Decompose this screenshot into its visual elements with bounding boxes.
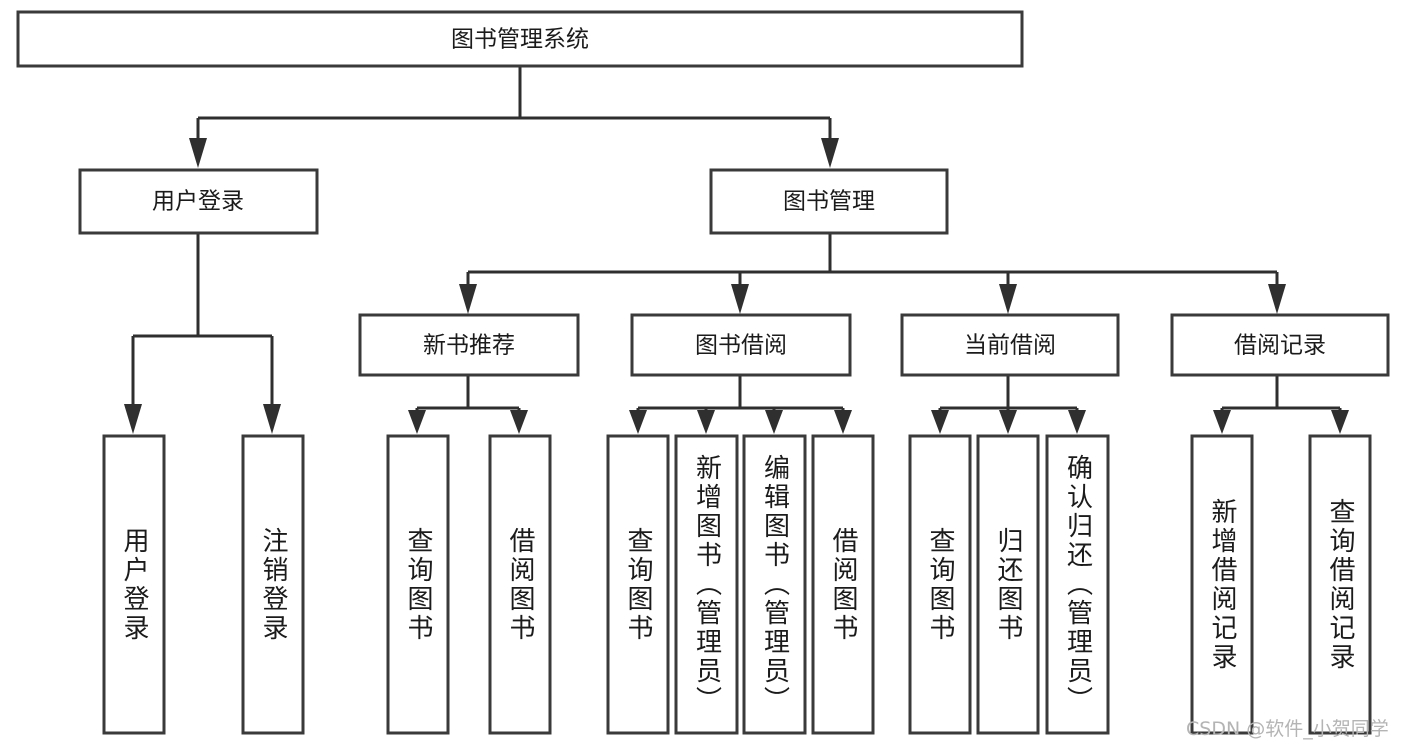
node-borrow-record-label: 借阅记录	[1234, 333, 1326, 359]
leaf-book-borrow-1[interactable]	[606, 434, 670, 735]
node-user-login-label: 用户登录	[152, 189, 244, 215]
leaf-user-login-1[interactable]	[102, 434, 166, 735]
arrowhead-leaf-bb-3	[765, 410, 783, 434]
leaf-new-book-recommend-2[interactable]	[488, 434, 552, 735]
arrowhead-new-book-recommend	[459, 284, 477, 314]
leaf-current-borrow-1[interactable]	[908, 434, 972, 735]
arrowhead-leaf-user-login-2	[263, 404, 281, 434]
arrowhead-leaf-cb-2	[999, 410, 1017, 434]
connector-group-user-login	[124, 234, 281, 434]
leaf-current-borrow-3[interactable]	[1045, 434, 1110, 735]
connector-group-book-manage	[459, 234, 1286, 314]
arrowhead-leaf-nbr-2	[510, 410, 528, 434]
node-book-borrow-label: 图书借阅	[695, 333, 787, 359]
leaf-book-borrow-4[interactable]	[811, 434, 875, 735]
arrowhead-leaf-bb-2	[697, 410, 715, 434]
node-root-label: 图书管理系统	[451, 27, 589, 53]
connector-group-current-borrow	[931, 376, 1086, 434]
arrowhead-leaf-br-1	[1213, 410, 1231, 434]
arrowhead-book-manage	[821, 138, 839, 168]
arrowhead-leaf-bb-1	[629, 410, 647, 434]
arrowhead-leaf-user-login-1	[124, 404, 142, 434]
leaf-new-book-recommend-1[interactable]	[386, 434, 450, 735]
leaf-book-borrow-2[interactable]	[674, 434, 739, 735]
arrowhead-leaf-cb-3	[1068, 410, 1086, 434]
leaf-user-login-2[interactable]	[241, 434, 305, 735]
connector-group-borrow-record	[1213, 376, 1349, 434]
node-user-login[interactable]	[78, 168, 319, 235]
node-new-book-recommend-label: 新书推荐	[423, 333, 515, 359]
arrowhead-leaf-nbr-1	[408, 410, 426, 434]
node-current-borrow[interactable]	[900, 313, 1120, 377]
connector-group-book-borrow	[629, 376, 852, 434]
node-root[interactable]	[16, 10, 1024, 68]
node-book-manage[interactable]	[709, 168, 949, 235]
arrowhead-current-borrow	[999, 284, 1017, 314]
watermark-text: CSDN @软件_小贺同学	[1186, 718, 1389, 740]
leaf-current-borrow-2[interactable]	[976, 434, 1040, 735]
leaf-borrow-record-2[interactable]	[1308, 434, 1372, 735]
arrowhead-borrow-record	[1268, 284, 1286, 314]
connector-group-new-book-recommend	[408, 376, 528, 434]
arrowhead-leaf-br-2	[1331, 410, 1349, 434]
leaf-borrow-record-1[interactable]	[1190, 434, 1254, 735]
connector-group-root	[189, 66, 839, 168]
node-book-borrow[interactable]	[630, 313, 852, 377]
node-new-book-recommend[interactable]	[358, 313, 580, 377]
arrowhead-user-login	[189, 138, 207, 168]
arrowhead-leaf-bb-4	[834, 410, 852, 434]
node-current-borrow-label: 当前借阅	[964, 333, 1056, 359]
arrowhead-leaf-cb-1	[931, 410, 949, 434]
node-borrow-record[interactable]	[1170, 313, 1390, 377]
node-book-manage-label: 图书管理	[783, 189, 875, 215]
leaf-book-borrow-3[interactable]	[742, 434, 807, 735]
arrowhead-book-borrow	[731, 284, 749, 314]
